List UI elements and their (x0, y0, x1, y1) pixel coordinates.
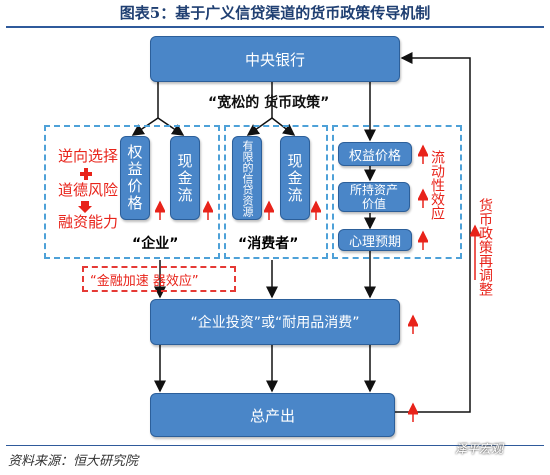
consumer-cash-flow-box: 现金流 (280, 136, 310, 220)
enterprise-equity-price-box: 权益价格 (120, 136, 150, 220)
watermark-logo: 泽平宏观 (455, 442, 504, 456)
consumer-up-arrow-icon-1 (264, 200, 274, 220)
adverse-selection-label: 逆向选择 (58, 147, 119, 165)
financing-ability-label: 融资能力 (58, 213, 119, 231)
feedback-up-arrow-icon (470, 224, 480, 280)
plus-icon (80, 165, 92, 180)
total-output-box: 总产出 (150, 393, 395, 437)
asset-group (332, 125, 462, 259)
accelerator-box (82, 266, 236, 292)
enterprise-up-arrow-icon-1 (155, 200, 165, 220)
moral-hazard-label: 道德风险 (58, 181, 119, 199)
output-up-arrow-icon (408, 402, 418, 422)
consumer-group (224, 125, 328, 259)
bottom-rule (6, 445, 544, 446)
enterprise-group-label: “企业” (132, 236, 179, 252)
asset-up-arrow-icon-3 (418, 230, 428, 250)
asset-up-arrow-icon-2 (418, 188, 428, 208)
asset-up-arrow-icon-1 (418, 144, 428, 164)
central-bank-box: 中央银行 (150, 36, 400, 82)
asset-equity-price-box: 权益价格 (338, 142, 412, 166)
liquidity-effect-label: 流动性效应 (429, 150, 445, 220)
consumer-credit-box: 有限的信贷资源 (232, 136, 262, 220)
down-arrow-icon (78, 198, 92, 213)
consumer-group-label: “消费者” (238, 236, 299, 252)
title-rule-top (6, 26, 544, 28)
enterprise-up-arrow-icon-2 (203, 200, 213, 220)
enterprise-cash-flow-box: 现金流 (170, 136, 200, 220)
accelerator-label: “金融加速 器效应” (90, 274, 199, 289)
policy-label: “宽松的 货币政策” (208, 95, 330, 111)
enterprise-group (44, 125, 220, 259)
consumer-up-arrow-icon-2 (311, 200, 321, 220)
psychological-expectation-box: 心理预期 (338, 229, 412, 251)
policy-readjust-label: 货币政策再调整 (477, 198, 493, 296)
investment-up-arrow-icon (408, 314, 418, 334)
held-asset-value-box: 所持资产价值 (338, 182, 410, 212)
investment-box: “企业投资”或“耐用品消费” (150, 299, 400, 345)
source-note: 资料来源：恒大研究院 (8, 454, 139, 469)
figure-title: 图表5：基于广义信贷渠道的货币政策传导机制 (119, 4, 431, 22)
